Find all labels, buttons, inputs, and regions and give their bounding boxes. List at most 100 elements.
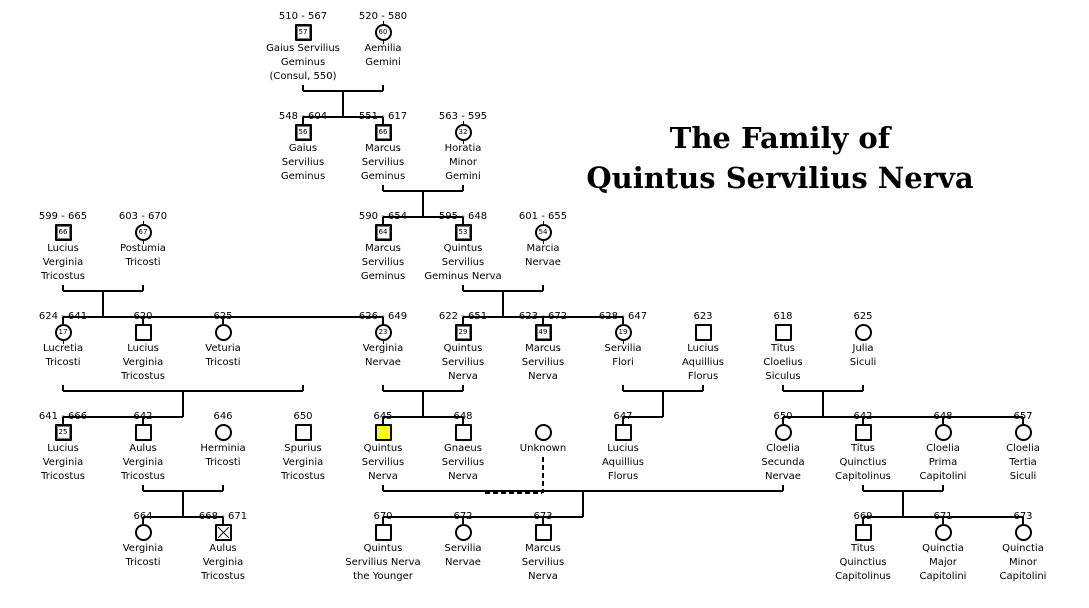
person-name-line: Minor [1009, 557, 1037, 568]
male-square-icon: 66 [54, 224, 72, 241]
person-name-line: Geminus [360, 171, 406, 182]
person-dates: 642 [133, 411, 153, 422]
person-name-line: Minor [449, 157, 477, 168]
person-name-line: Lucius [47, 243, 79, 254]
person-name-line: Titus [850, 443, 876, 454]
person-name-line: Marcus [525, 543, 561, 554]
person-dates: 650 [293, 411, 313, 422]
person-name-line: Titus [770, 343, 796, 354]
person-name-line: Lucius [127, 343, 159, 354]
person-name-line: Servilius [361, 257, 405, 268]
person-name-line: Siculus [765, 371, 801, 382]
person-name-line: Florus [607, 471, 639, 482]
person-dates: 623 [693, 311, 713, 322]
person-age-at-death: 64 [378, 228, 388, 236]
person-dates: 510 - 567 [278, 11, 328, 22]
person-name-line: Tricostus [121, 371, 165, 382]
female-circle-icon: 67 [134, 221, 152, 244]
person-dates: 625 [853, 311, 873, 322]
person-dates: 548 - 604 [278, 111, 328, 122]
person-dates: 603 - 670 [118, 211, 168, 222]
person-name-line: Servilius [521, 557, 565, 568]
person-name-line: Major [929, 557, 957, 568]
person-name-line: Quintus [443, 343, 483, 354]
female-circle-icon: 54 [534, 221, 552, 244]
person-name-line: Veturia [205, 343, 241, 354]
person-name-line: Verginia [122, 457, 164, 468]
person-name-line: Prima [928, 457, 958, 468]
person-name-line: Nerva [528, 571, 558, 582]
person-name-line: Geminus Nerva [424, 271, 502, 282]
male-square-icon: 64 [374, 224, 392, 241]
person-dates: 563 - 595 [438, 111, 488, 122]
male-square-icon [134, 424, 152, 441]
person-name-line: Secunda [761, 457, 805, 468]
person-name-line: Verginia [42, 457, 84, 468]
person-name-line: Horatia [444, 143, 482, 154]
person-name-line: Siculi [849, 357, 877, 368]
male-square-icon [374, 524, 392, 541]
person-name-line: Nerva [528, 371, 558, 382]
person-name-line: Postumia [120, 243, 166, 254]
person-name-line: Quintus [443, 243, 483, 254]
person-dates: 551 - 617 [358, 111, 408, 122]
female-circle-icon [934, 424, 952, 441]
person-name-line: Aquillius [601, 457, 644, 468]
person-name-line: (Consul, 550) [269, 71, 337, 82]
person-name-line: Servilius [441, 457, 485, 468]
person-name-line: Gaius [288, 143, 318, 154]
male-square-icon [694, 324, 712, 341]
person-age-at-death: 49 [538, 328, 548, 336]
male-square-icon: 57 [294, 24, 312, 41]
person-age-at-death: 29 [458, 328, 468, 336]
male-square-icon: 53 [454, 224, 472, 241]
person-name-line: Quinctia [922, 543, 964, 554]
person-dates: 620 [133, 311, 153, 322]
person-dates: 671 [933, 511, 953, 522]
person-age-at-death: 53 [458, 228, 468, 236]
female-circle-icon: 32 [454, 121, 472, 144]
person-age-at-death: 60 [378, 28, 388, 36]
person-name-line: Tricosti [125, 557, 161, 568]
person-name-line: Tricostus [281, 471, 325, 482]
person-name-line: Aulus [209, 543, 237, 554]
female-circle-icon [454, 524, 472, 541]
person-name-line: Tricostus [41, 271, 85, 282]
person-dates: 622 - 651 [438, 311, 488, 322]
person-name-line: Lucretia [42, 343, 84, 354]
female-circle-icon [1014, 524, 1032, 541]
person-name-line: Verginia [122, 543, 164, 554]
person-name-line: Nervae [445, 557, 481, 568]
female-circle-icon [134, 524, 152, 541]
person-dates: 673 [533, 511, 553, 522]
